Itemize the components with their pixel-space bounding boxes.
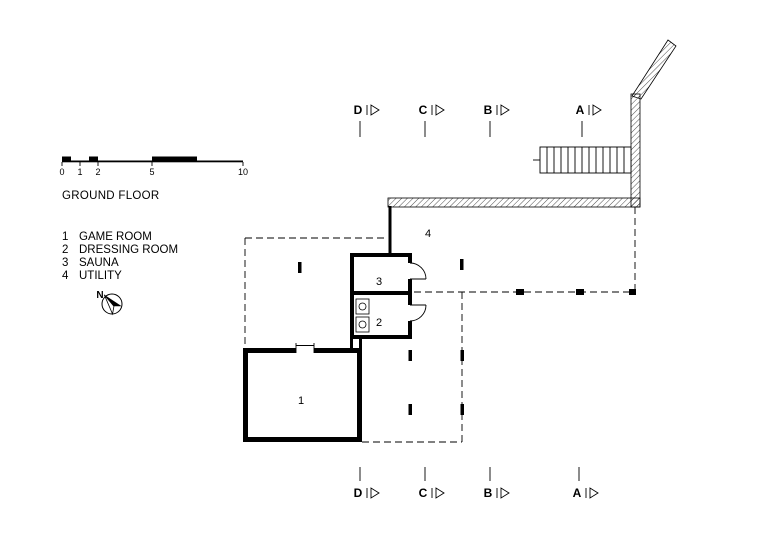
column-marker (460, 259, 464, 270)
scale-number: 2 (95, 167, 100, 177)
scale-ticks (61, 162, 244, 166)
room-label-utility: 4 (425, 228, 431, 240)
room-label-game: 1 (298, 395, 304, 407)
section-marker-icon (500, 487, 510, 499)
grid-label-bottom-b: B (484, 467, 510, 500)
legend-item: 1 GAME ROOM (62, 231, 152, 243)
grid-label-top-b: B (484, 103, 510, 137)
stairs (533, 146, 632, 174)
svg-text:A: A (576, 103, 585, 117)
scale-number: 10 (238, 167, 248, 177)
legend-num: 4 (62, 270, 69, 282)
grid-labels-top: D C B A (354, 103, 602, 137)
column-markers (298, 259, 636, 415)
legend-label: GAME ROOM (79, 231, 152, 243)
legend-item: 3 SAUNA (62, 257, 119, 269)
utility-wall (388, 206, 392, 256)
scale-number: 5 (149, 167, 154, 177)
legend: 1 GAME ROOM 2 DRESSING ROOM 3 SAUNA 4 UT… (62, 231, 178, 282)
hatched-wall-right-vertical (630, 93, 641, 208)
legend-item: 2 DRESSING ROOM (62, 244, 178, 256)
section-marker-icon (435, 104, 445, 116)
scale-number: 1 (77, 167, 82, 177)
sauna-dressing-block (350, 253, 427, 348)
grid-label-top-a: A (576, 103, 602, 137)
hatched-wall-horizontal (387, 197, 641, 208)
section-marker-icon (500, 104, 510, 116)
section-marker-icon (370, 104, 380, 116)
column-marker (460, 404, 464, 415)
svg-text:D: D (354, 486, 363, 500)
column-marker (408, 404, 412, 415)
legend-label: DRESSING ROOM (79, 244, 178, 256)
scale-bar: 0 1 2 5 10 (59, 156, 248, 177)
column-marker (408, 350, 412, 361)
svg-text:C: C (419, 486, 428, 500)
dashed-outline (244, 207, 636, 443)
svg-text:C: C (419, 103, 428, 117)
legend-item: 4 UTILITY (62, 270, 122, 282)
svg-text:B: B (484, 486, 493, 500)
grid-label-bottom-a: A (573, 467, 599, 500)
game-room-door (295, 343, 315, 353)
game-room-block (243, 343, 362, 442)
grid-label-top-d: D (354, 103, 380, 137)
section-marker-icon (435, 487, 445, 499)
section-marker-icon (370, 487, 380, 499)
legend-label: UTILITY (79, 270, 122, 282)
room-label-dressing: 2 (376, 317, 382, 329)
svg-text:A: A (573, 486, 582, 500)
scale-number: 0 (59, 167, 64, 177)
sauna-door-swing (409, 262, 427, 280)
page-title: GROUND FLOOR (62, 190, 160, 202)
column-marker (460, 350, 464, 361)
column-marker (298, 262, 302, 273)
section-marker-icon (592, 104, 602, 116)
svg-text:D: D (354, 103, 363, 117)
hatched-walls (387, 39, 677, 208)
north-label: N (96, 290, 103, 301)
legend-num: 1 (62, 231, 68, 243)
svg-text:B: B (484, 103, 493, 117)
sink-basin-icon (358, 320, 367, 329)
column-marker (576, 289, 584, 295)
grid-label-bottom-d: D (354, 467, 380, 500)
legend-num: 3 (62, 257, 68, 269)
section-marker-icon (589, 487, 599, 499)
room-label-sauna: 3 (376, 276, 382, 288)
column-marker (516, 289, 524, 295)
hatched-wall-diagonal (631, 39, 677, 100)
stair-treads (546, 147, 625, 173)
grid-label-top-c: C (419, 103, 445, 137)
north-arrow-icon: N (96, 290, 123, 316)
grid-label-bottom-c: C (419, 467, 445, 500)
legend-label: SAUNA (79, 257, 119, 269)
dressing-door-swing (409, 304, 427, 322)
grid-labels-bottom: D C B A (354, 467, 599, 500)
column-marker (629, 289, 636, 295)
wc-bowl-icon (358, 302, 367, 311)
legend-num: 2 (62, 244, 68, 256)
